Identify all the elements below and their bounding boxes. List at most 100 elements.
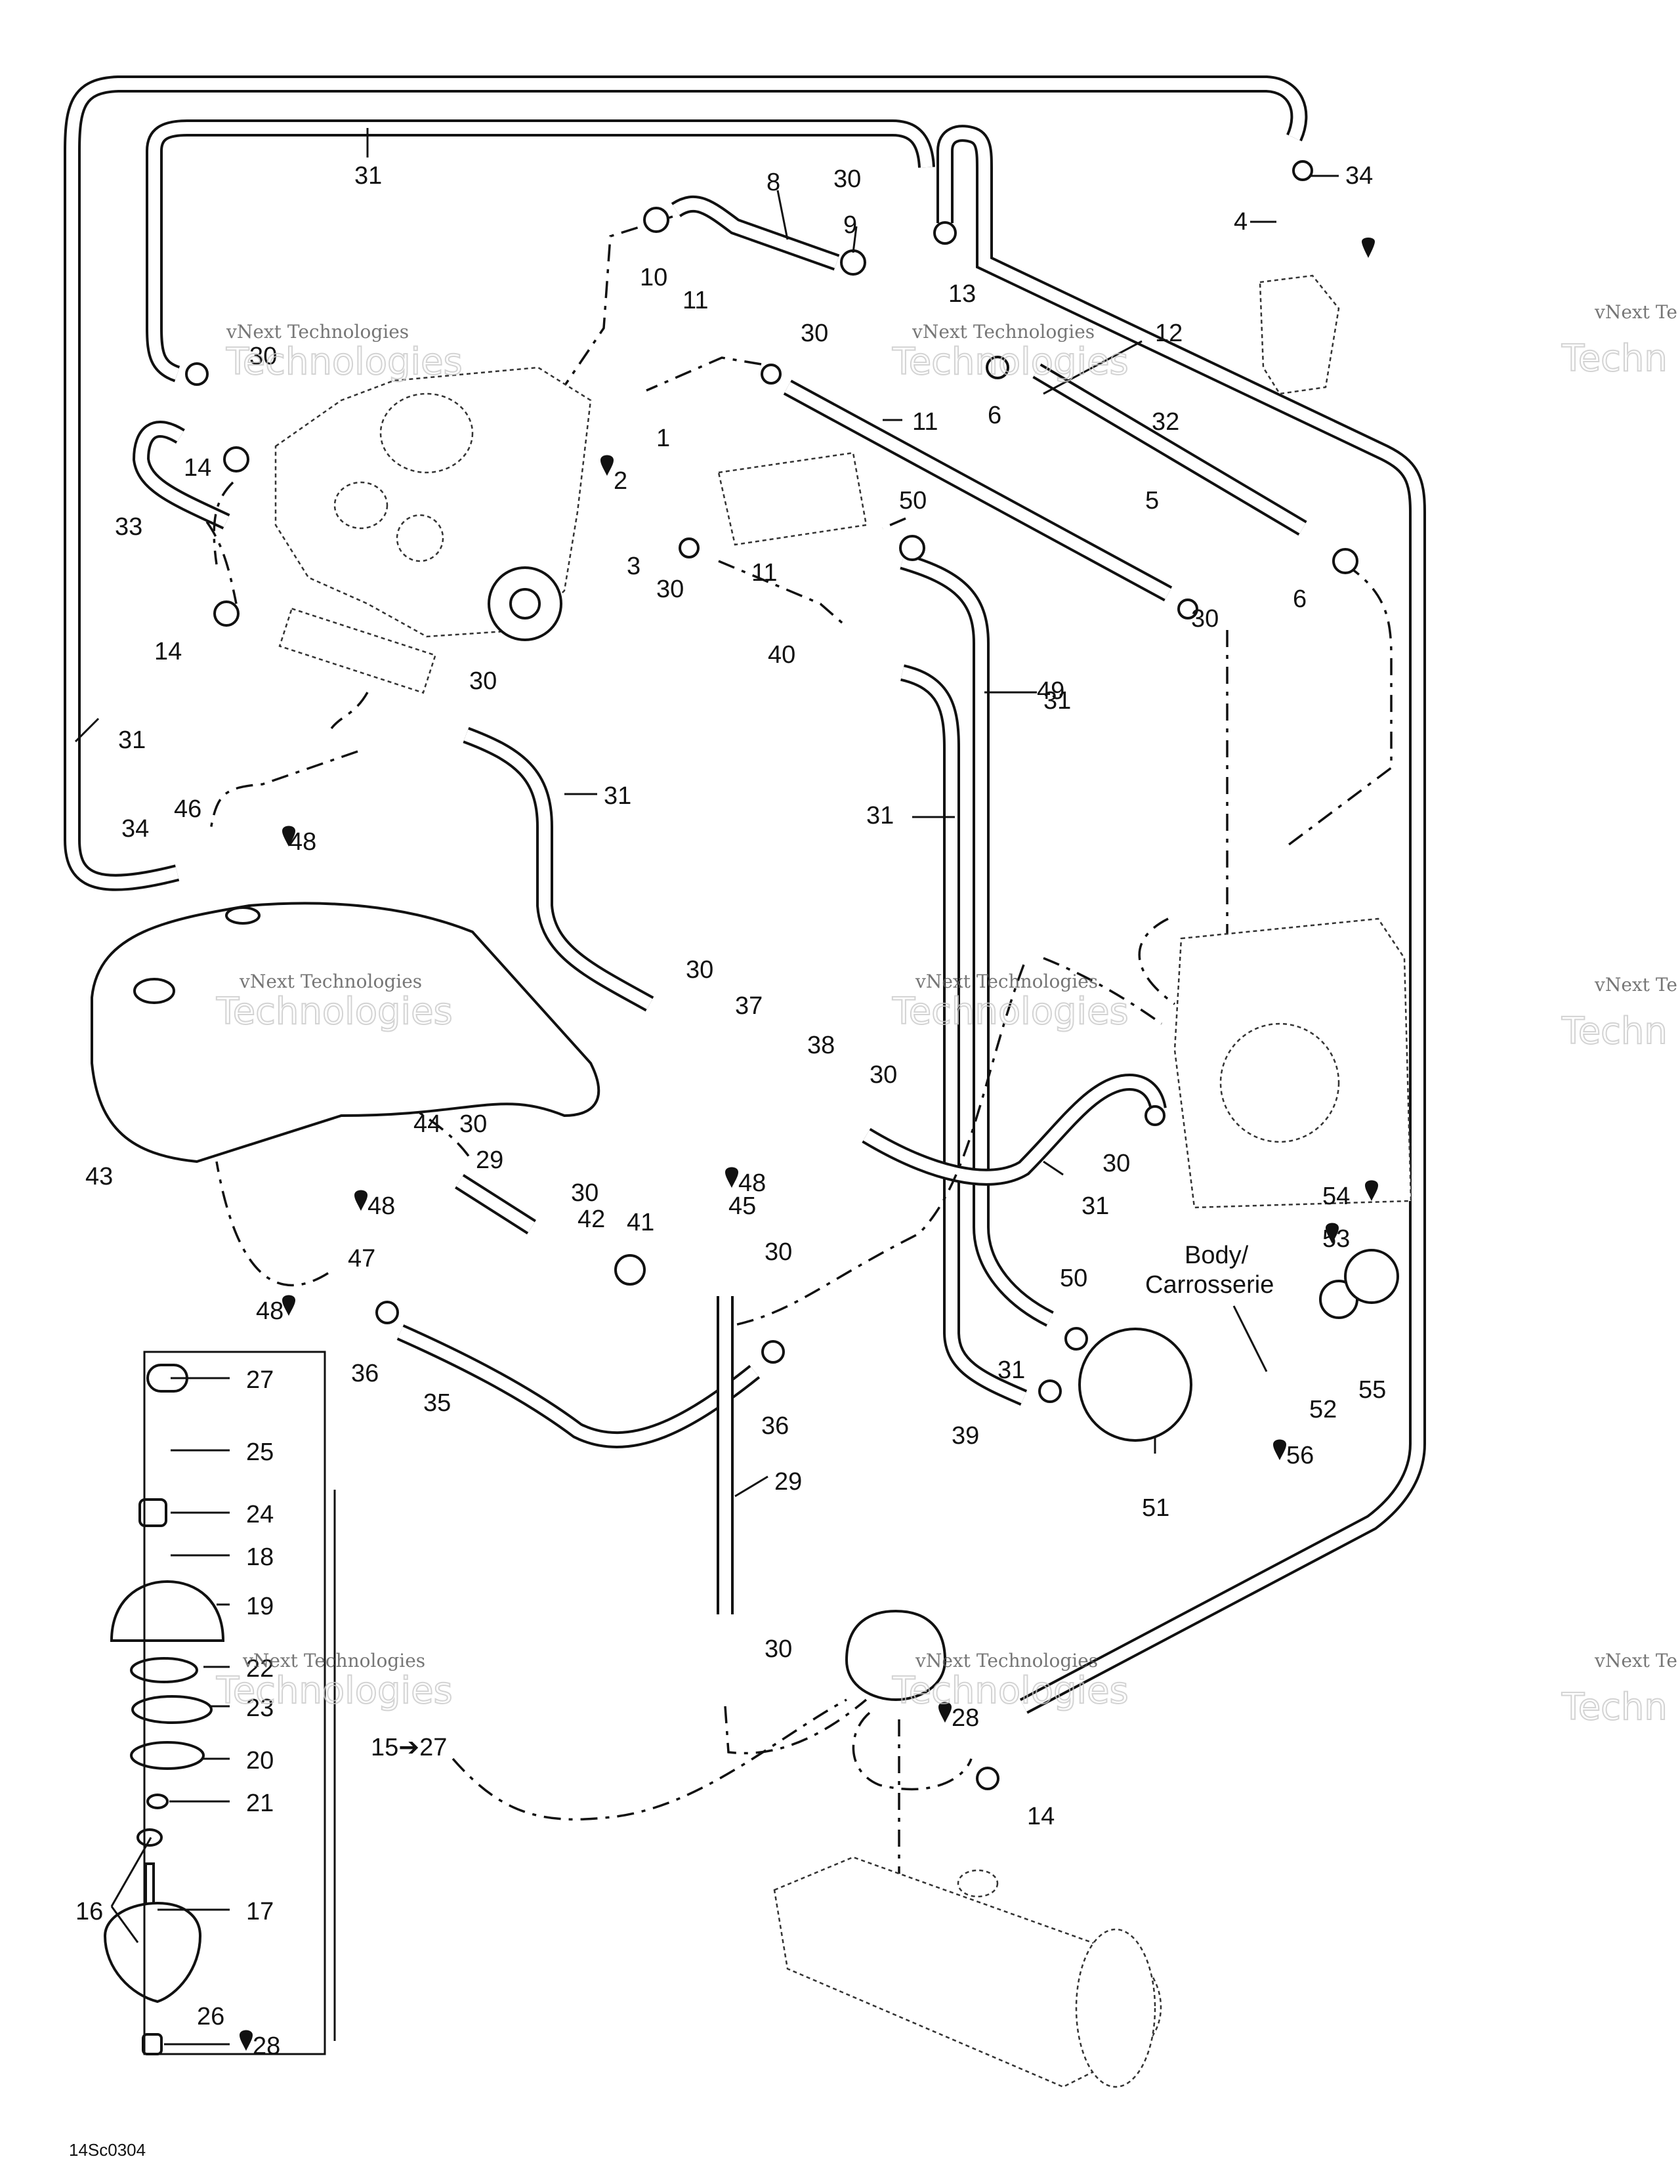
part-label: 2 — [614, 467, 627, 495]
part-label: 18 — [246, 1544, 274, 1571]
part-label: 29 — [774, 1468, 802, 1496]
part-label: 29 — [476, 1146, 503, 1174]
watermark: vNext Technologies — [242, 1650, 425, 1671]
part-label: 3 — [627, 553, 640, 580]
part-label: 49 — [1037, 677, 1064, 705]
watermark: Technologies — [892, 990, 1129, 1033]
part-label: 22 — [246, 1655, 274, 1683]
part-label: 31 — [354, 162, 382, 190]
part-label: 14 — [1027, 1803, 1055, 1830]
heat-exchanger-body — [717, 452, 1412, 1209]
body-label: Body/ — [1185, 1242, 1249, 1269]
part-label: 21 — [246, 1790, 274, 1817]
part-label: 16 — [75, 1898, 103, 1925]
hose-lines — [64, 75, 1426, 1714]
part-label: 44 — [413, 1110, 441, 1138]
part-label: 31 — [866, 802, 894, 830]
watermark: vNext Technologies — [915, 1650, 1098, 1671]
part-label: 4 — [1234, 208, 1248, 236]
watermark: Techn — [1561, 337, 1668, 380]
watermark: vNext Technologies — [226, 321, 409, 343]
part-label: 30 — [459, 1110, 487, 1138]
part-label: 30 — [833, 165, 861, 193]
part-label: 37 — [735, 992, 763, 1020]
part-label: 14 — [154, 638, 182, 665]
watermark: Techn — [1561, 1686, 1668, 1729]
watermark: vNext Te — [1594, 301, 1677, 323]
part-label: 32 — [1152, 408, 1179, 436]
part-label: 11 — [682, 287, 708, 314]
cap-assembly-parts — [103, 1351, 326, 2055]
watermark: vNext Technologies — [239, 971, 422, 992]
body-label: Carrosserie — [1145, 1271, 1274, 1299]
part-label: 30 — [686, 956, 713, 984]
part-label: 48 — [256, 1297, 284, 1325]
drawing-code: 14Sc0304 — [69, 2140, 146, 2160]
drop-icon — [240, 238, 1378, 2051]
part-label: 40 — [768, 641, 795, 669]
watermark: Technologies — [216, 1670, 453, 1712]
part-label: 48 — [368, 1192, 395, 1220]
part-label: 41 — [627, 1209, 654, 1236]
part-label: 51 — [1142, 1494, 1169, 1522]
part-label: 30 — [765, 1238, 792, 1266]
watermark: Technologies — [892, 341, 1129, 383]
part-label: 30 — [801, 320, 828, 347]
part-label: 30 — [656, 576, 684, 603]
part-label: 31 — [604, 782, 631, 810]
part-label: 14 — [184, 454, 211, 482]
watermarks: vNext Technologies Technologies vNext Te… — [215, 301, 1677, 1729]
part-label: 20 — [246, 1747, 274, 1774]
part-label: 11 — [751, 559, 777, 587]
part-label: 6 — [988, 402, 1001, 429]
watermark: Technologies — [216, 990, 453, 1033]
part-label: 17 — [246, 1898, 274, 1925]
part-label: 47 — [348, 1245, 375, 1272]
part-label: 42 — [578, 1206, 605, 1233]
part-label: 31 — [118, 726, 146, 754]
engine-block — [274, 366, 592, 694]
part-label: 54 — [1322, 1183, 1350, 1210]
part-label: 39 — [952, 1422, 979, 1450]
part-label: 9 — [843, 211, 857, 239]
exhaust-pipe — [91, 902, 600, 1164]
kit-range-label: 15➔27 — [371, 1734, 447, 1761]
part-label: 35 — [423, 1389, 451, 1417]
part-label: 25 — [246, 1438, 274, 1466]
part-label: 43 — [85, 1163, 113, 1190]
part-label: 55 — [1358, 1376, 1386, 1404]
muffler — [773, 1856, 1162, 2088]
part-label: 11 — [912, 408, 938, 436]
part-label: 56 — [1286, 1442, 1314, 1469]
part-label: 45 — [728, 1192, 756, 1220]
watermark: vNext Technologies — [915, 971, 1098, 992]
part-label: 30 — [765, 1635, 792, 1663]
part-label: 30 — [1191, 605, 1219, 633]
watermark: vNext Technologies — [912, 321, 1095, 343]
coolant-reservoir-51 — [1078, 1328, 1192, 1442]
part-label: 34 — [121, 815, 149, 843]
part-label: 26 — [197, 2003, 224, 2030]
part-label: 38 — [807, 1032, 835, 1059]
part-label: 28 — [952, 1704, 979, 1732]
part-label: 12 — [1155, 320, 1183, 347]
part-label: 48 — [738, 1169, 766, 1197]
part-label: 6 — [1293, 585, 1307, 613]
watermark: Technologies — [892, 1670, 1129, 1712]
part-label: 33 — [115, 513, 142, 541]
part-label: 1 — [656, 425, 670, 452]
part-label: 30 — [870, 1061, 897, 1089]
part-label: 46 — [174, 795, 201, 823]
leader-lines — [74, 128, 1339, 2046]
part-label: 50 — [1060, 1265, 1087, 1292]
part-label: 34 — [1345, 162, 1373, 190]
part-label: 36 — [761, 1412, 789, 1440]
part-label: 31 — [1043, 687, 1071, 715]
part-label: 24 — [246, 1501, 274, 1528]
part-label: 31 — [1082, 1192, 1109, 1220]
part-label: 23 — [246, 1694, 274, 1722]
part-label: 52 — [1309, 1396, 1337, 1423]
part-label: 13 — [948, 280, 976, 308]
part-label: 30 — [469, 667, 497, 695]
watermark: Techn — [1561, 1010, 1668, 1053]
